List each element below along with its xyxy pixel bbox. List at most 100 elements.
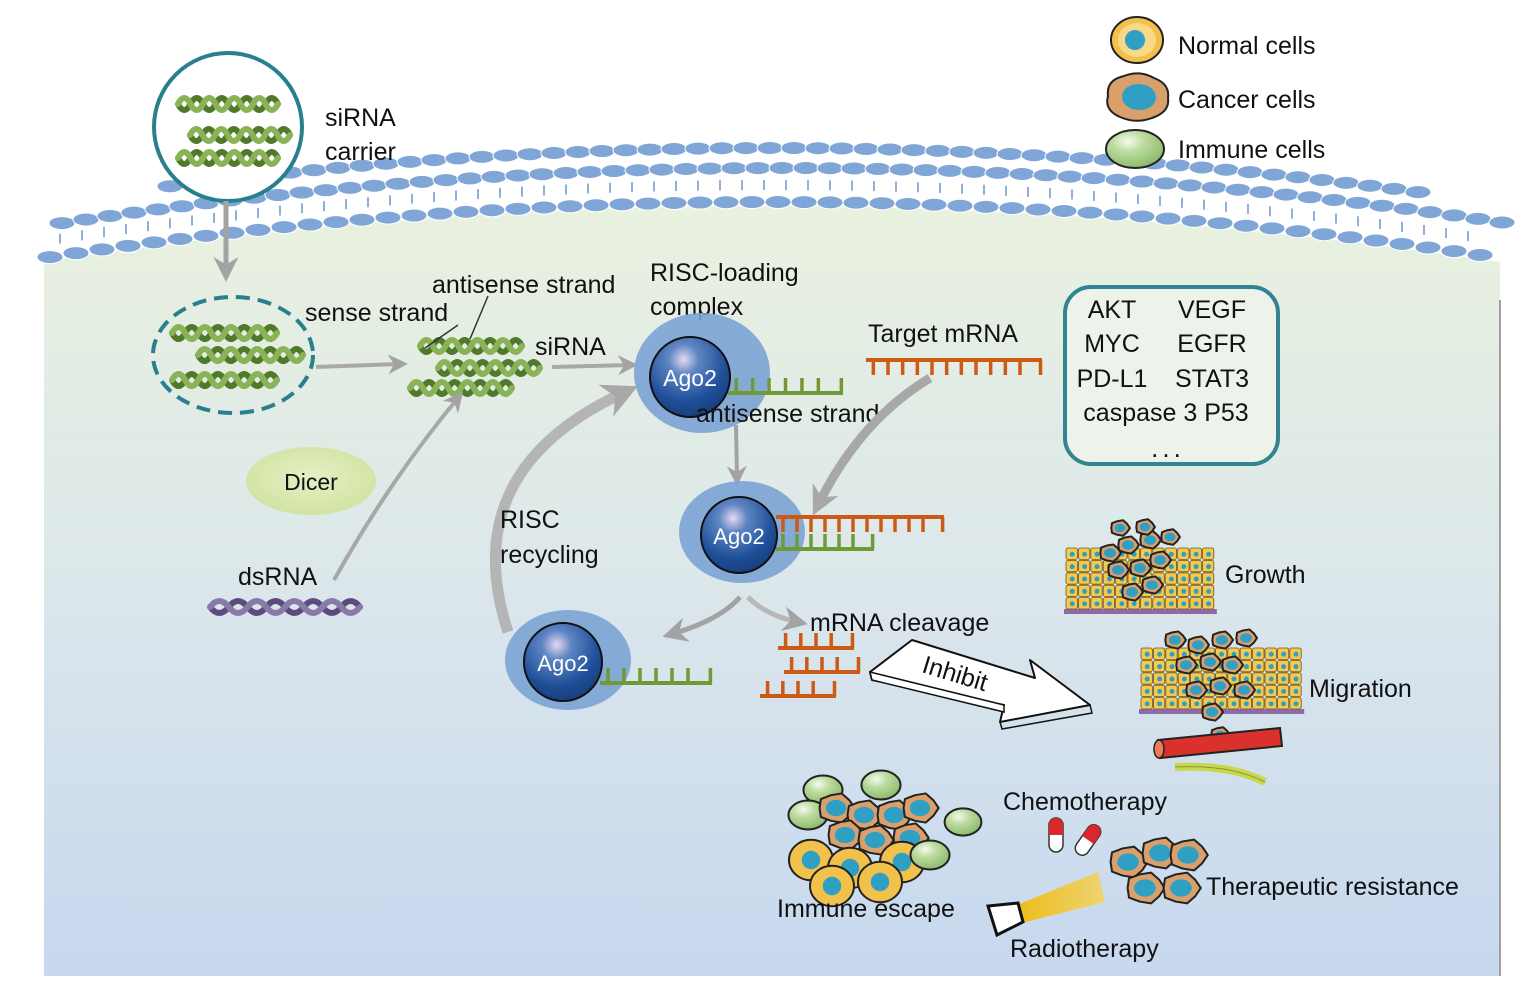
lipid-head — [840, 161, 868, 176]
target-gene: AKT — [1088, 296, 1137, 324]
target-gene: EGFR — [1177, 330, 1246, 358]
endosome — [151, 295, 315, 415]
lipid-head — [312, 183, 340, 198]
target-gene: VEGF — [1178, 296, 1246, 324]
dicer: Dicer — [246, 447, 376, 515]
cytoplasm — [44, 206, 1500, 976]
sirna-duplex — [187, 126, 293, 144]
lipid-head — [636, 142, 664, 157]
target-mrna-strand — [866, 358, 1043, 375]
growth-label: Growth — [1225, 561, 1306, 589]
lipid-head — [756, 141, 784, 156]
lipid-head — [218, 225, 246, 240]
dsrna-label: dsRNA — [238, 563, 318, 591]
lipid-head — [582, 198, 610, 213]
lipid-head — [1200, 180, 1228, 195]
lipid-head — [1362, 233, 1390, 248]
lipid-head — [384, 176, 412, 191]
ago2-label: Ago2 — [537, 651, 588, 676]
lipid-head — [420, 153, 448, 168]
lipid-head — [564, 144, 592, 159]
lipid-head — [984, 165, 1012, 180]
lipid-head — [1212, 162, 1240, 177]
antisense-strand — [728, 378, 844, 395]
lipid-head — [114, 238, 142, 253]
lipid-head — [1284, 224, 1312, 239]
lipid-head — [920, 197, 948, 212]
lipid-head — [1050, 204, 1078, 219]
free-sirna: sense strand antisense strand siRNA — [305, 271, 615, 397]
lipid-head — [1024, 202, 1052, 217]
lipid-head — [804, 141, 832, 156]
sirna-label: siRNA — [535, 333, 606, 361]
antisense-strand-label-top: antisense strand — [432, 271, 615, 299]
lipid-head — [1416, 205, 1444, 220]
lipid-head — [972, 145, 1000, 160]
lipid-head — [244, 222, 272, 237]
lipid-head — [720, 161, 748, 176]
lipid-head — [1258, 221, 1286, 236]
risc-down-arrow — [726, 424, 747, 486]
growth-illustration: Growth — [1064, 518, 1306, 614]
lipid-head — [1466, 247, 1494, 262]
lipid-head — [1296, 190, 1324, 205]
lipid-head — [492, 148, 520, 163]
legend: Normal cells Cancer cells Immune cells — [1105, 16, 1325, 169]
lipid-head — [270, 220, 298, 235]
target-gene: caspase 3 P53 — [1083, 399, 1248, 427]
lipid-head — [852, 141, 880, 156]
sirna-duplex — [175, 95, 281, 113]
sirna-duplex — [169, 324, 280, 342]
lipid-head — [468, 149, 496, 164]
lipid-head — [408, 174, 436, 189]
lipid-head — [516, 147, 544, 162]
lipid-head — [912, 163, 940, 178]
lipid-head — [140, 235, 168, 250]
legend-item-immune: Immune cells — [1105, 129, 1325, 169]
sirna-carrier-label: siRNA carrier — [325, 104, 401, 166]
lipid-head — [712, 195, 740, 210]
risc-loading-complex: RISC-loading complex Ago2 antisense stra… — [634, 259, 879, 433]
legend-label-cancer: Cancer cells — [1178, 86, 1316, 114]
lipid-head — [1392, 201, 1420, 216]
lipid-head — [1020, 148, 1048, 163]
pill-icon — [1048, 817, 1064, 853]
lipid-head — [612, 143, 640, 158]
radiation-beam — [986, 872, 1105, 938]
lipid-head — [1440, 244, 1468, 259]
lipid-head — [842, 195, 870, 210]
lipid-head — [998, 201, 1026, 216]
mrna-fragment — [784, 657, 861, 674]
immune-cell — [943, 807, 983, 837]
lipid-head — [1368, 198, 1396, 213]
lipid-head — [1206, 216, 1234, 231]
lipid-head — [1176, 178, 1204, 193]
sirna-duplex — [407, 379, 515, 397]
sirna-duplex — [435, 359, 543, 377]
dsrna-duplex — [207, 598, 363, 616]
lipid-head — [972, 199, 1000, 214]
lipid-head — [322, 215, 350, 230]
lipid-head — [1080, 171, 1108, 186]
migration-tissue — [1139, 628, 1305, 744]
immune-cell — [860, 769, 902, 801]
lipid-head — [708, 141, 736, 156]
lipid-head — [816, 161, 844, 176]
lipid-head — [924, 143, 952, 158]
lipid-head — [360, 178, 388, 193]
lipid-head — [1414, 240, 1442, 255]
lipid-head — [1236, 165, 1264, 180]
lipid-head — [900, 143, 928, 158]
lipid-head — [792, 161, 820, 176]
immune-escape-label: Immune escape — [777, 895, 955, 923]
lipid-head — [1336, 230, 1364, 245]
radiation-source-icon — [986, 901, 1025, 938]
lipid-head — [168, 199, 196, 214]
mrna-cleavage-label: mRNA cleavage — [810, 609, 989, 637]
antisense-strand-label-mid: antisense strand — [696, 400, 879, 428]
lipid-head — [1488, 215, 1516, 230]
lipid-head — [1008, 166, 1036, 181]
lipid-head — [1056, 169, 1084, 184]
